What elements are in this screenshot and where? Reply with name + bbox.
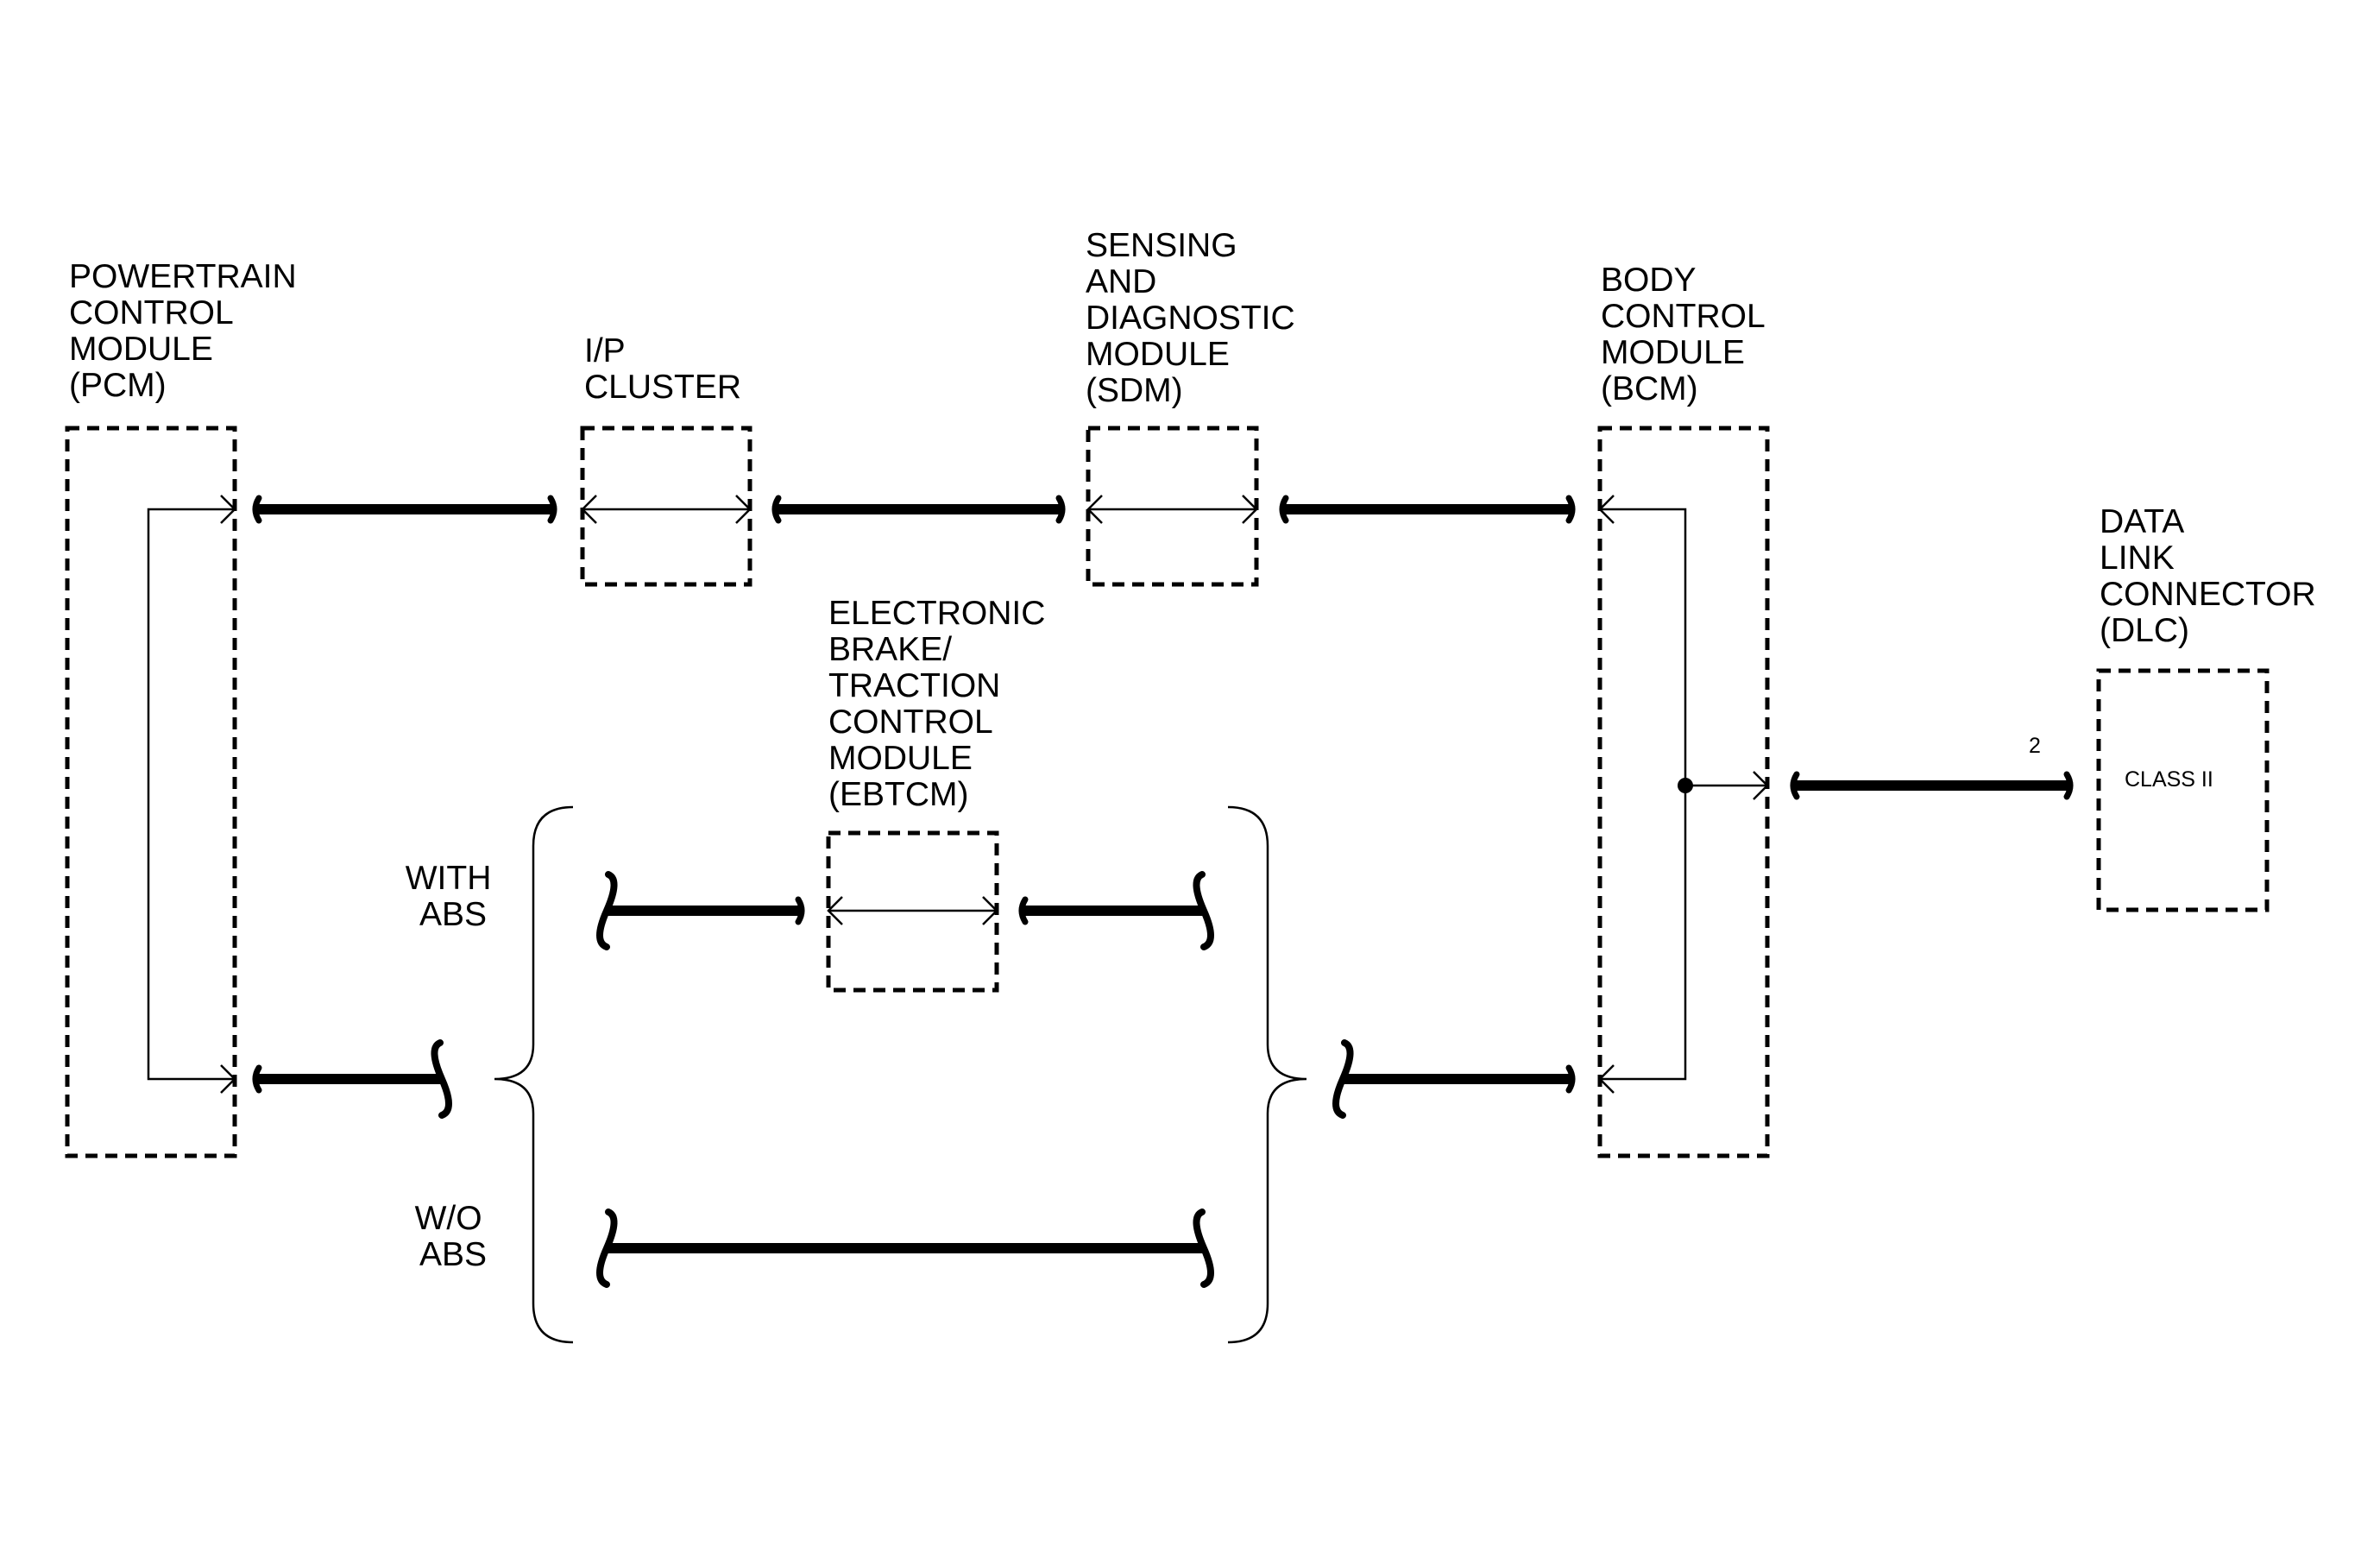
pcm-box xyxy=(65,426,237,1158)
bus-with-abs-left-end xyxy=(795,896,805,925)
bus-sdm-bcm-end-left xyxy=(1279,495,1289,524)
ebtcm-label: ELECTRONIC BRAKE/ TRACTION CONTROL MODUL… xyxy=(828,595,1055,813)
ebtcm-arrow-left xyxy=(827,896,843,925)
bcm-internal-wire xyxy=(1600,508,1687,1081)
option-brace-left xyxy=(494,805,574,1344)
ip-cluster-arrow-right xyxy=(735,495,752,524)
bus-ip-sdm-end-left xyxy=(771,495,782,524)
without-abs-label: W/O ABS xyxy=(415,1200,492,1273)
bus-bcm-dlc-end-left xyxy=(1790,771,1800,800)
bcm-label: BODY CONTROL MODULE (BCM) xyxy=(1601,262,1773,407)
bus-without-abs-right-hook xyxy=(1193,1208,1214,1288)
bcm-arrowhead-bottom xyxy=(1598,1064,1615,1094)
bus-bcm-dlc-end-right xyxy=(2063,771,2074,800)
ip-cluster-arrow-left xyxy=(581,495,597,524)
sdm-arrow-left xyxy=(1086,495,1103,524)
option-brace-right xyxy=(1227,805,1307,1344)
sdm-label: SENSING AND DIAGNOSTIC MODULE (SDM) xyxy=(1086,227,1305,409)
bus-sdm-bcm-end-right xyxy=(1565,495,1576,524)
dlc-label: DATA LINK CONNECTOR (DLC) xyxy=(2100,503,2325,649)
bcm-dlc-arrowhead xyxy=(1753,771,1769,800)
bus-pcm-lower-end-left xyxy=(252,1064,262,1094)
pcm-arrowhead-bottom xyxy=(220,1064,236,1094)
bcm-arrowhead-top xyxy=(1598,495,1615,524)
pcm-label: POWERTRAIN CONTROL MODULE (PCM) xyxy=(69,258,305,404)
bcm-box xyxy=(1597,426,1770,1158)
sdm-arrow-right xyxy=(1242,495,1258,524)
pcm-internal-wire xyxy=(147,508,235,1081)
dlc-box xyxy=(2096,668,2270,912)
bcm-splice-dot xyxy=(1678,778,1693,793)
ip-cluster-box xyxy=(580,426,752,587)
with-abs-label: WITH ABS xyxy=(406,860,501,933)
sdm-box xyxy=(1086,426,1259,587)
ip-cluster-label: I/P CLUSTER xyxy=(584,332,741,406)
bus-with-abs-left-hook xyxy=(596,871,618,950)
dlc-pin-number: 2 xyxy=(2029,734,2041,758)
bus-bcm-lower-end-right xyxy=(1565,1064,1576,1094)
bus-pcm-ip-end-right xyxy=(547,495,557,524)
dlc-inner-label: CLASS II xyxy=(2125,767,2213,792)
bus-pcm-ip-end-left xyxy=(252,495,262,524)
pcm-arrowhead-top xyxy=(220,495,236,524)
ebtcm-arrow-right xyxy=(982,896,998,925)
bus-ip-sdm-end-right xyxy=(1055,495,1066,524)
bus-bcm-lower-option-hook xyxy=(1332,1039,1354,1119)
bus-with-abs-right-end xyxy=(1018,896,1029,925)
bus-without-abs-left-hook xyxy=(596,1208,618,1288)
bus-with-abs-right-hook xyxy=(1193,871,1214,950)
bus-pcm-lower-option-hook xyxy=(431,1039,452,1119)
